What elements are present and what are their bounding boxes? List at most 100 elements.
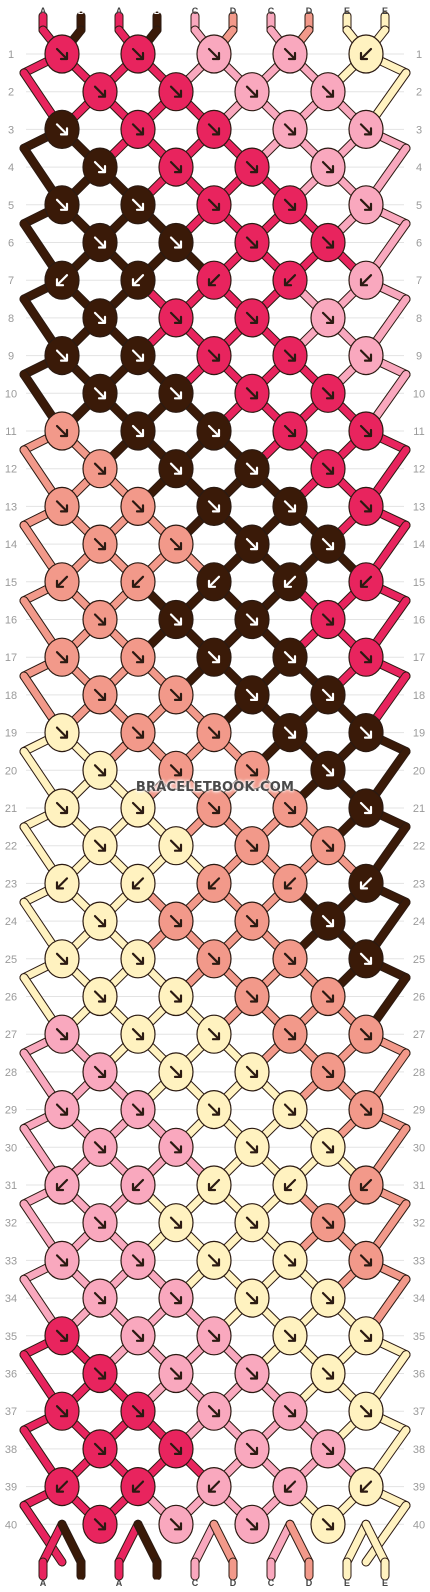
arrow-down-left-icon — [207, 1480, 221, 1493]
arrow-down-right-icon — [55, 1028, 69, 1041]
arrow-down-right-icon — [245, 387, 259, 400]
row-number-right: 29 — [413, 1105, 425, 1117]
row-number-left: 31 — [5, 1180, 17, 1192]
row-number-right: 35 — [413, 1331, 425, 1343]
row-number-left: 29 — [5, 1105, 17, 1117]
arrow-down-right-icon — [207, 349, 221, 362]
arrow-down-right-icon — [321, 1442, 335, 1456]
row-number-right: 40 — [413, 1519, 425, 1531]
arrow-down-left-icon — [359, 575, 373, 588]
row-number-right: 13 — [413, 501, 425, 513]
row-number-left: 35 — [5, 1331, 17, 1343]
arrow-down-right-icon — [321, 1216, 335, 1229]
strand-segment — [343, 1520, 370, 1566]
strand-segment — [362, 1520, 389, 1566]
arrow-down-right-icon — [245, 462, 259, 475]
arrow-down-right-icon — [245, 1367, 259, 1380]
arrow-down-left-icon — [207, 1178, 221, 1192]
arrow-down-right-icon — [283, 500, 297, 513]
strand-label-top: C — [268, 6, 275, 16]
edge-segment — [20, 1501, 66, 1566]
arrow-down-right-icon — [245, 1291, 259, 1305]
arrow-down-right-icon — [283, 1405, 297, 1418]
strand-label-top: E — [382, 6, 388, 16]
row-number-left: 20 — [5, 765, 17, 777]
arrow-down-right-icon — [321, 839, 335, 852]
arrow-down-right-icon — [207, 1028, 221, 1041]
arrow-down-right-icon — [207, 47, 221, 61]
arrow-down-left-icon — [359, 274, 373, 287]
arrow-down-right-icon — [321, 1367, 335, 1380]
arrow-down-right-icon — [55, 198, 69, 211]
strand-segment — [267, 1520, 294, 1566]
arrow-down-right-icon — [131, 1254, 145, 1267]
arrow-down-right-icon — [169, 990, 183, 1003]
arrow-down-left-icon — [207, 274, 221, 287]
strand-label-bottom: B — [154, 1578, 161, 1588]
arrow-down-right-icon — [93, 1367, 107, 1380]
row-number-left: 32 — [5, 1218, 17, 1230]
arrow-down-right-icon — [169, 1141, 183, 1154]
arrow-down-right-icon — [321, 613, 335, 626]
arrow-down-right-icon — [359, 123, 373, 136]
row-number-left: 12 — [5, 464, 17, 476]
row-number-right: 20 — [413, 765, 425, 777]
arrow-down-right-icon — [359, 424, 373, 438]
arrow-down-right-icon — [207, 952, 221, 965]
strand-segment — [210, 1520, 237, 1566]
row-number-right: 25 — [413, 954, 425, 966]
row-number-right: 19 — [413, 728, 425, 740]
strand-label-top: A — [40, 6, 47, 16]
arrow-down-right-icon — [93, 462, 107, 475]
arrow-down-right-icon — [245, 764, 259, 777]
row-number-left: 24 — [5, 916, 17, 928]
arrow-down-right-icon — [55, 47, 69, 61]
row-number-right: 21 — [413, 803, 425, 815]
arrow-down-left-icon — [55, 1480, 69, 1493]
arrow-down-right-icon — [93, 311, 107, 324]
arrow-down-right-icon — [359, 726, 373, 739]
arrow-down-right-icon — [321, 1291, 335, 1305]
arrow-down-right-icon — [359, 1254, 373, 1267]
row-number-right: 4 — [416, 162, 422, 174]
strand-label-top: E — [344, 6, 350, 16]
strand-segment — [115, 1520, 142, 1566]
arrow-down-right-icon — [93, 990, 107, 1003]
arrow-down-right-icon — [321, 236, 335, 249]
row-number-left: 6 — [8, 238, 14, 250]
row-number-right: 28 — [413, 1067, 425, 1079]
arrow-down-right-icon — [245, 914, 259, 928]
strand-label-bottom: C — [192, 1578, 199, 1588]
arrow-down-right-icon — [245, 613, 259, 626]
arrow-down-right-icon — [207, 1405, 221, 1418]
arrow-down-right-icon — [207, 1329, 221, 1342]
arrow-down-right-icon — [283, 1028, 297, 1041]
arrow-down-left-icon — [283, 575, 297, 588]
arrow-down-right-icon — [283, 801, 297, 815]
strand-label-top: D — [306, 6, 313, 16]
row-number-right: 1 — [416, 49, 422, 61]
row-number-right: 14 — [413, 539, 425, 551]
arrow-down-right-icon — [55, 349, 69, 362]
row-number-right: 37 — [413, 1406, 425, 1418]
arrow-down-right-icon — [207, 651, 221, 664]
arrow-down-right-icon — [169, 1518, 183, 1531]
row-number-left: 39 — [5, 1482, 17, 1494]
arrow-down-right-icon — [131, 1103, 145, 1116]
arrow-down-right-icon — [321, 1518, 335, 1531]
row-number-left: 38 — [5, 1444, 17, 1456]
arrow-down-right-icon — [245, 236, 259, 249]
row-number-left: 18 — [5, 690, 17, 702]
arrow-down-right-icon — [283, 1329, 297, 1342]
row-number-left: 1 — [8, 49, 14, 61]
arrow-down-right-icon — [207, 500, 221, 513]
strand-segment — [58, 1520, 85, 1566]
arrow-down-left-icon — [207, 575, 221, 588]
row-number-left: 4 — [8, 162, 14, 174]
strand-label-top: C — [192, 6, 199, 16]
arrow-down-right-icon — [169, 688, 183, 702]
row-number-left: 30 — [5, 1142, 17, 1154]
strand-label-bottom: D — [230, 1578, 237, 1588]
row-number-right: 16 — [413, 615, 425, 627]
